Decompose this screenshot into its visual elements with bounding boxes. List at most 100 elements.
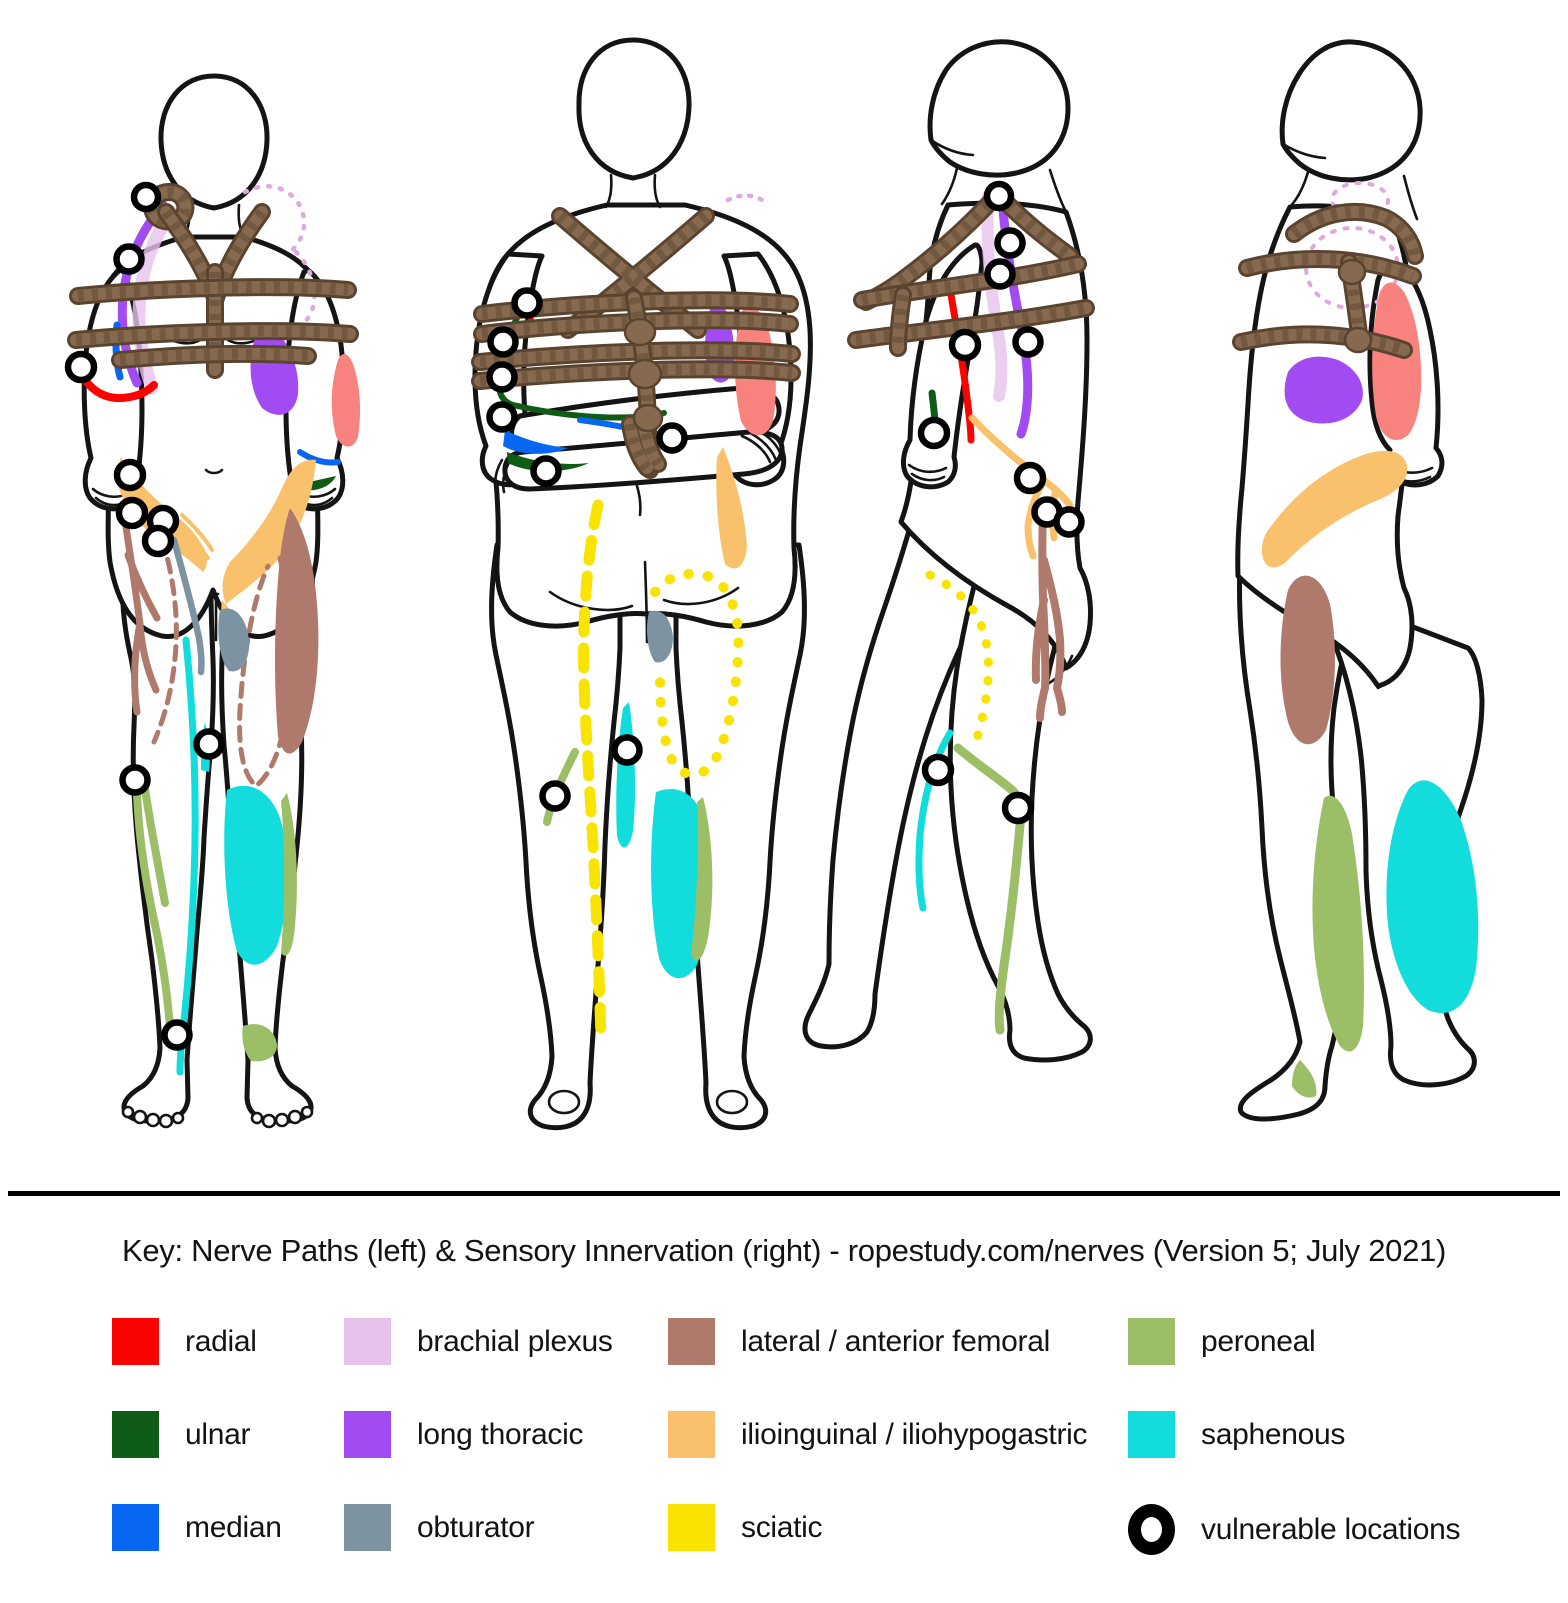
side2-rope-knot	[1337, 258, 1367, 286]
vulnerable-location-marker	[141, 524, 175, 558]
front-wrist-hatching	[91, 487, 337, 507]
back-rope-knot	[623, 317, 657, 347]
front-radial-sensory-region	[331, 354, 361, 447]
legend-label: saphenous	[1201, 1418, 1346, 1451]
legend-item-lateral-anterior-femoral: lateral / anterior femoral	[668, 1318, 1050, 1365]
vulnerable-location-icon	[1128, 1504, 1175, 1555]
front-toe	[132, 1109, 148, 1125]
side2-jaw-line	[1281, 142, 1327, 160]
front-peroneal-sensory-stripe	[281, 793, 297, 956]
side2-radial-sensory-region	[1372, 282, 1422, 440]
side2-ilioinguinal-sensory-region	[1261, 450, 1408, 568]
back-left-leg	[489, 542, 623, 1131]
front-ilioinguinal-right-region	[222, 459, 316, 604]
vulnerable-location-marker	[119, 764, 151, 796]
figure-side-view-nerve-paths	[802, 39, 1095, 1063]
vulnerable-location-marker	[64, 350, 98, 384]
side1-neck-lines	[940, 166, 1068, 214]
legend-item-ulnar: ulnar	[112, 1411, 251, 1458]
back-rope-knot	[632, 403, 664, 433]
key-title: Key: Nerve Paths (left) & Sensory Innerv…	[122, 1233, 1446, 1268]
front-saphenous-sensory-region	[224, 785, 288, 965]
back-glute-creases	[548, 484, 740, 644]
side1-back-leg	[802, 487, 987, 1050]
side2-peroneal-sensory-region	[1312, 795, 1364, 1052]
side2-brachial-plexus-dashed-small	[1330, 181, 1390, 219]
legend-label: vulnerable locations	[1201, 1513, 1461, 1546]
side2-glute-crease	[1376, 656, 1408, 690]
legend-label: median	[185, 1511, 282, 1544]
legend-item-saphenous: saphenous	[1128, 1411, 1345, 1458]
back-ilioinguinal-sensory-region	[716, 447, 747, 569]
legend-item-median: median	[112, 1504, 282, 1551]
legend-label: ilioinguinal / iliohypogastric	[741, 1418, 1088, 1451]
back-median-hand-region	[503, 430, 568, 454]
legend-item-vulnerable-locations: vulnerable locations	[1128, 1504, 1460, 1555]
color-swatch-ilioinguinal	[668, 1411, 715, 1458]
front-femoral-dashed-branch	[151, 535, 179, 745]
side2-saphenous-sensory-region	[1386, 780, 1479, 1014]
vulnerable-location-marker	[611, 734, 643, 766]
front-obturator-nerve-path	[170, 536, 205, 676]
front-toe	[261, 1113, 277, 1129]
side1-femoral-nerve-branches	[1031, 501, 1066, 722]
back-saphenous-knee-stripe	[616, 702, 636, 848]
vulnerable-location-marker	[1053, 506, 1085, 538]
vulnerable-location-marker	[161, 1019, 193, 1051]
vulnerable-location-marker	[487, 326, 519, 358]
front-toe	[250, 1111, 264, 1125]
vulnerable-location-marker	[486, 361, 518, 393]
front-femoral-nerve-branches	[121, 516, 161, 716]
vulnerable-location-marker	[921, 753, 955, 787]
side2-head	[1279, 39, 1423, 183]
color-swatch-radial	[112, 1318, 159, 1365]
legend-item-sciatic: sciatic	[668, 1504, 823, 1551]
vulnerable-location-marker	[983, 180, 1015, 212]
front-brachial-plexus-dashed-region	[242, 184, 317, 333]
front-radial-nerve-path	[76, 366, 158, 402]
key-separator-line	[8, 1191, 1560, 1196]
back-sciatic-nerve-path	[578, 499, 607, 1046]
vulnerable-location-marker	[530, 455, 562, 487]
legend-item-peroneal: peroneal	[1128, 1318, 1316, 1365]
vulnerable-location-marker	[984, 258, 1016, 290]
vulnerable-location-marker	[656, 422, 688, 454]
side1-peroneal-nerve-path	[953, 743, 1026, 1035]
back-neck-lines	[604, 173, 662, 209]
vulnerable-location-marker	[511, 287, 543, 319]
front-toe	[287, 1109, 303, 1125]
vulnerable-location-marker	[130, 181, 162, 213]
vulnerable-location-marker	[1013, 461, 1047, 495]
front-obturator-sensory-region	[218, 608, 250, 672]
back-rope-knot	[627, 358, 663, 390]
front-toe	[121, 1105, 135, 1119]
side2-femoral-sensory-region	[1280, 575, 1335, 745]
legend-item-long-thoracic: long thoracic	[344, 1411, 584, 1458]
color-swatch-long-thoracic	[344, 1411, 391, 1458]
side2-peroneal-foot-region	[1292, 1060, 1317, 1098]
vulnerable-location-marker	[1001, 791, 1035, 825]
front-toe	[300, 1105, 314, 1119]
legend-label: peroneal	[1201, 1325, 1316, 1358]
figure-back-view	[471, 37, 813, 1131]
vulnerable-location-marker	[113, 458, 147, 492]
color-swatch-femoral	[668, 1318, 715, 1365]
figure-side-view-sensory	[1232, 39, 1485, 1122]
front-head	[158, 73, 270, 211]
front-toe	[158, 1113, 174, 1129]
back-hand-fingers	[493, 431, 783, 494]
vulnerable-location-marker	[948, 328, 982, 362]
back-right-heel	[715, 1089, 749, 1115]
vulnerable-location-marker	[994, 227, 1026, 259]
legend-item-radial: radial	[112, 1318, 257, 1365]
color-swatch-ulnar	[112, 1411, 159, 1458]
vulnerable-location-marker	[486, 401, 518, 433]
front-median-sensory-line	[297, 449, 341, 466]
front-peroneal-nerve-paths	[133, 785, 175, 1046]
side1-sciatic-dotted-path	[925, 570, 993, 757]
legend-item-ilioinguinal-iliohypogastric: ilioinguinal / iliohypogastric	[668, 1411, 1088, 1458]
color-swatch-saphenous	[1128, 1411, 1175, 1458]
front-toe	[171, 1111, 185, 1125]
